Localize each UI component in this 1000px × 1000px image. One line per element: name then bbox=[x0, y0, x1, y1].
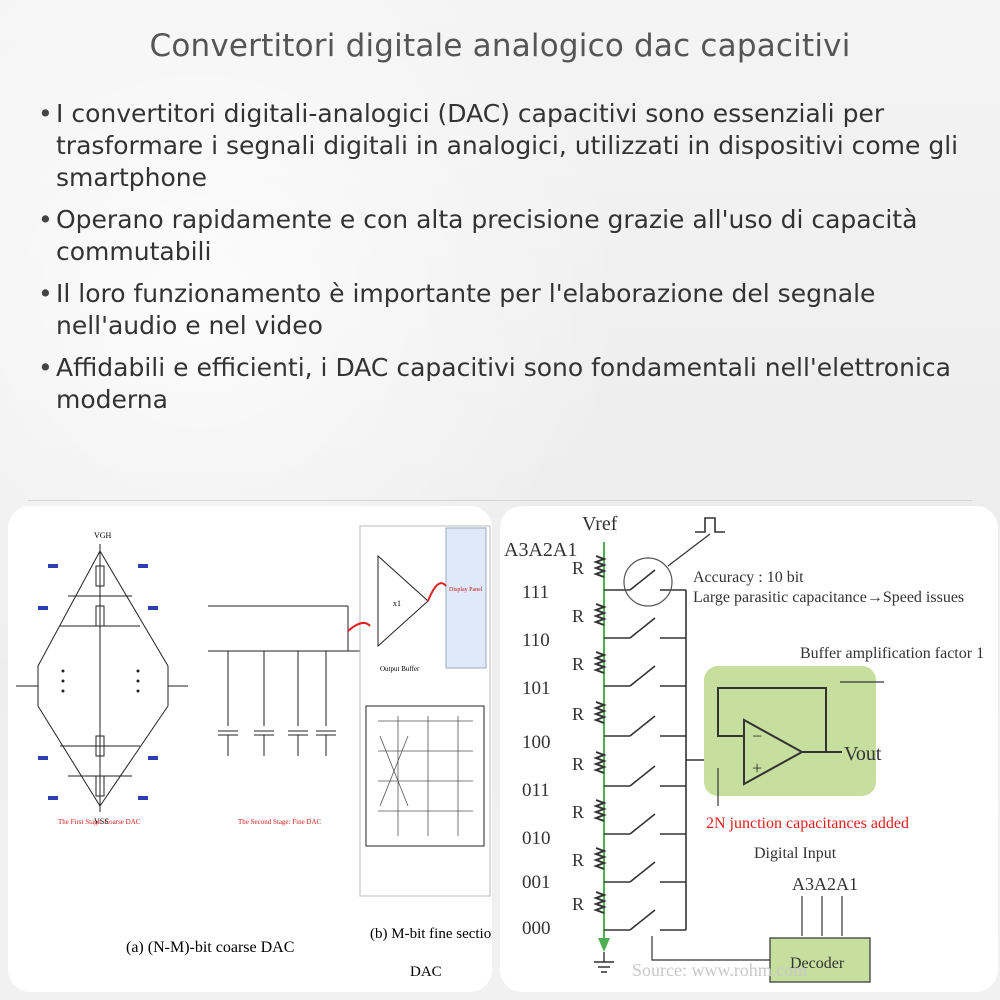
coarse-fine-dac-figure: VGH VSS The First Stage: Coarse DAC The … bbox=[8, 506, 492, 992]
accuracy-highlight-circle bbox=[623, 557, 673, 607]
caption-b-line2: DAC bbox=[410, 964, 442, 980]
svg-text:R: R bbox=[572, 802, 584, 822]
buffer-op-amp bbox=[743, 718, 805, 786]
vref-label: Vref bbox=[582, 513, 618, 535]
resistor-string-dac-figure: Vref A3A2A1 111 110 101 100 011 010 001 … bbox=[500, 506, 998, 992]
decoder-inputs-label: A3A2A1 bbox=[792, 874, 858, 894]
decoder-input-arrows bbox=[801, 896, 843, 936]
ground-icon bbox=[594, 952, 614, 973]
output-buffer-label: Output Buffer bbox=[380, 665, 420, 673]
code-label: 001 bbox=[522, 872, 551, 893]
arrow-icon bbox=[347, 621, 371, 632]
code-label: 111 bbox=[522, 582, 549, 603]
first-stage-label: The First Stage: Coarse DAC bbox=[58, 818, 141, 826]
x1-label: x1 bbox=[393, 599, 401, 608]
clock-pulse-icon bbox=[695, 517, 725, 533]
buffer-factor-label: Buffer amplification factor 1 bbox=[800, 645, 984, 662]
code-label: 101 bbox=[522, 678, 551, 699]
buffer-highlight-box bbox=[704, 666, 876, 796]
code-label: 010 bbox=[522, 828, 551, 849]
decoder-block bbox=[769, 937, 871, 983]
display-panel-label: Display Panel bbox=[449, 587, 483, 593]
resistor-labels: R R R R R R R R bbox=[572, 558, 584, 914]
digital-input-label: Digital Input bbox=[754, 845, 837, 862]
buffer-detail-lines bbox=[378, 716, 473, 836]
divider bbox=[28, 500, 972, 501]
bullet-item: Operano rapidamente e con alta precision… bbox=[34, 204, 974, 268]
page-title: Convertitori digitale analogico dac capa… bbox=[149, 28, 851, 64]
svg-text:R: R bbox=[572, 754, 584, 774]
pulse-arrow-line bbox=[667, 533, 711, 567]
code-label: 011 bbox=[522, 780, 550, 801]
bullet-item: Affidabili e efficienti, i DAC capacitiv… bbox=[34, 352, 974, 416]
vgh-label: VGH bbox=[94, 531, 112, 540]
plus-sign: + bbox=[752, 758, 762, 778]
address-header: A3A2A1 bbox=[504, 539, 577, 561]
arrow-icon bbox=[427, 582, 447, 602]
code-labels: 111 110 101 100 011 010 001 000 bbox=[522, 582, 551, 939]
coarse-dac-switch-labels bbox=[38, 564, 158, 800]
accuracy-label: Accuracy : 10 bit bbox=[693, 569, 804, 586]
resistor-string bbox=[593, 555, 607, 914]
caption-b-line1: (b) M-bit fine section bbox=[370, 926, 492, 942]
bullet-item: Il loro funzionamento è importante per l… bbox=[34, 278, 974, 342]
parasitic-label: Large parasitic capacitance→Speed issues bbox=[693, 589, 964, 606]
code-label: 100 bbox=[522, 732, 551, 753]
buffer-detail-schematic bbox=[365, 705, 485, 847]
bullet-item: I convertitori digitali-analogici (DAC) … bbox=[34, 98, 974, 194]
code-label: 000 bbox=[522, 918, 551, 939]
svg-text:R: R bbox=[572, 558, 584, 578]
source-watermark: Source: www.rohm.com bbox=[632, 960, 807, 980]
decoder-label: Decoder bbox=[790, 955, 845, 972]
fine-dac-circuit bbox=[208, 605, 368, 756]
ellipsis-dots bbox=[61, 669, 140, 693]
coarse-dac-lattice bbox=[16, 544, 188, 812]
minus-sign: − bbox=[752, 726, 762, 746]
svg-text:R: R bbox=[572, 894, 584, 914]
coarse-fine-dac-diagram: VGH VSS The First Stage: Coarse DAC The … bbox=[16, 525, 492, 980]
svg-text:R: R bbox=[572, 606, 584, 626]
svg-text:Vref: Vref bbox=[582, 513, 618, 535]
junction-capacitance-label: 2N junction capacitances added bbox=[706, 815, 909, 832]
arrow-down-icon bbox=[598, 938, 610, 952]
svg-text:R: R bbox=[572, 850, 584, 870]
code-label: 110 bbox=[522, 630, 550, 651]
resistor-string-dac-diagram: Vref A3A2A1 111 110 101 100 011 010 001 … bbox=[504, 513, 984, 983]
feedback-path bbox=[717, 687, 827, 752]
vout-label: Vout bbox=[844, 743, 882, 765]
caption-a: (a) (N-M)-bit coarse DAC bbox=[126, 939, 294, 956]
display-panel-block bbox=[445, 527, 487, 669]
second-stage-label: The Second Stage: Fine DAC bbox=[238, 818, 322, 826]
output-buffer-amp bbox=[377, 554, 429, 648]
decoder-control-line bbox=[651, 936, 770, 961]
vss-label: VSS bbox=[94, 817, 109, 826]
bullet-list: I convertitori digitali-analogici (DAC) … bbox=[34, 98, 974, 426]
svg-text:R: R bbox=[572, 704, 584, 724]
svg-text:R: R bbox=[572, 654, 584, 674]
